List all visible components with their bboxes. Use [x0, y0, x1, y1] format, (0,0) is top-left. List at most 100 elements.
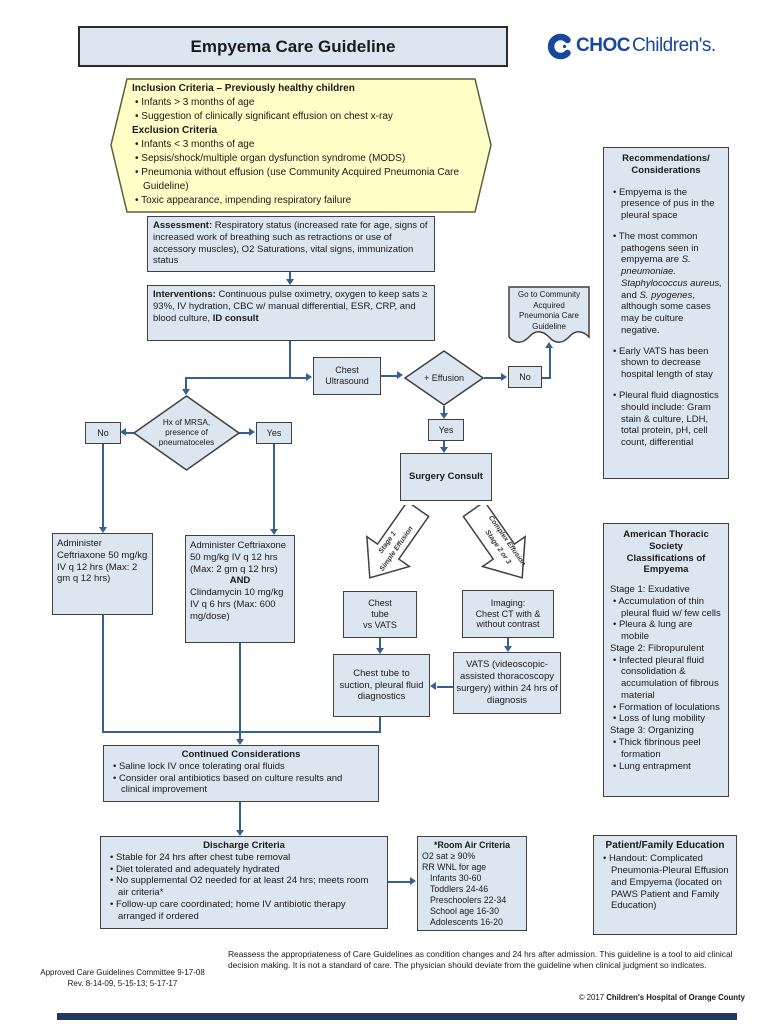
arrowhead	[120, 428, 126, 436]
arrowhead	[440, 447, 448, 453]
recommendation-item: Empyema is the presence of pus in the pl…	[610, 187, 722, 222]
footer-approved-line1: Approved Care Guidelines Committee 9-17-…	[40, 968, 205, 977]
discharge-criteria-box: Discharge Criteria Stable for 24 hrs aft…	[100, 836, 388, 929]
inclusion-item: Infants > 3 months of age	[132, 96, 470, 110]
continued-title: Continued Considerations	[181, 749, 301, 760]
room-air-age: Toddlers 24-46	[430, 884, 489, 894]
ats-title: American Thoracic Society Classification…	[623, 529, 709, 576]
connector-line	[381, 375, 397, 377]
connector-line	[379, 717, 381, 733]
discharge-item: Stable for 24 hrs after chest tube remov…	[107, 852, 381, 864]
education-title: Patient/Family Education	[605, 840, 725, 851]
connector-line	[239, 432, 250, 434]
connector-line	[549, 348, 551, 379]
footer-bar	[57, 1013, 737, 1020]
document-shape	[508, 286, 590, 343]
arrowhead	[397, 371, 403, 379]
arrowhead	[99, 527, 107, 533]
room-air-criteria-box: *Room Air Criteria O2 sat ≥ 90% RR WNL f…	[417, 836, 527, 931]
connector-line	[289, 272, 291, 280]
connector-line	[443, 441, 445, 448]
recommendation-item: The most common pathogens seen in empyem…	[610, 231, 722, 337]
chest-tube-suction-box: Chest tube to suction, pleural fluid dia…	[333, 654, 430, 717]
patient-education-box: Patient/Family Education Handout: Compli…	[593, 835, 737, 935]
arrowhead	[440, 413, 448, 419]
yes-box-mrsa: Yes	[256, 422, 292, 444]
footer-approved-line2: Rev. 8-14-09, 5-15-13; 5-17-17	[67, 979, 178, 988]
connector-line	[507, 638, 509, 647]
inclusion-title: Inclusion Criteria – Previously healthy …	[132, 83, 355, 94]
arrowhead	[182, 389, 190, 395]
discharge-item: Follow-up care coordinated; home IV anti…	[107, 899, 381, 923]
education-item: Handout: Complicated Pneumonia-Pleural E…	[600, 853, 730, 912]
connector-line	[102, 444, 104, 528]
connector-line	[126, 432, 134, 434]
interventions-label: Interventions:	[153, 289, 216, 300]
connector-line	[239, 643, 241, 740]
chest-tube-vs-vats-box: Chest tube vs VATS	[343, 591, 417, 638]
arrowhead	[501, 373, 507, 381]
connector-line	[443, 406, 445, 414]
rec-item2-text: , although some cases may be culture neg…	[621, 289, 711, 336]
room-air-age: School age 16-30	[430, 906, 499, 916]
continued-item: Saline lock IV once tolerating oral flui…	[110, 761, 372, 773]
exclusion-item: Sepsis/shock/multiple organ dysfunction …	[132, 152, 470, 166]
inclusion-item: Suggestion of clinically significant eff…	[132, 110, 470, 124]
room-air-age: Preschoolers 22-34	[430, 895, 507, 905]
goto-pneumonia-doc: Go to Community Acquired Pneumonia Care …	[508, 286, 590, 350]
no-box-effusion: No	[508, 366, 542, 388]
chest-ultrasound-box: Chest Ultrasound	[313, 357, 381, 395]
effusion-diamond-text: + Effusion	[423, 372, 465, 383]
interventions-bold-tail: ID consult	[212, 312, 259, 324]
connector-line	[437, 686, 453, 688]
exclusion-item: Toxic appearance, impending respiratory …	[132, 194, 470, 208]
arrowhead	[376, 648, 384, 654]
connector-line	[102, 615, 104, 733]
connector-line	[542, 377, 551, 379]
ats-stage-heading: Stage 3: Organizing	[610, 725, 694, 737]
arrowhead	[545, 342, 553, 348]
exclusion-item: Pneumonia without effusion (use Communit…	[132, 166, 470, 194]
mrsa-diamond-text: Hx of MRSA, presence of pneumatoceles	[158, 418, 215, 447]
rec-item2-italic: S. pyogenes	[639, 289, 693, 301]
connector-line	[102, 731, 381, 733]
interventions-text: Continuous pulse oximetry, oxygen to kee…	[153, 289, 428, 324]
ats-item: Loss of lung mobility	[610, 713, 722, 725]
assessment-text: Respiratory status (increased rate for a…	[153, 220, 428, 267]
ats-item: Formation of loculations	[610, 702, 722, 714]
discharge-item: No supplemental O2 needed for at least 2…	[107, 875, 381, 899]
vats-box: VATS (videoscopic-assisted thoracoscopy …	[453, 652, 561, 714]
continued-item: Consider oral antibiotics based on cultu…	[110, 773, 372, 797]
arrowhead	[410, 877, 416, 885]
arrowhead	[236, 739, 244, 745]
admin-right-and: AND	[229, 575, 251, 587]
ats-stage-heading: Stage 2: Fibropurulent	[610, 642, 705, 654]
footer-disclaimer: Reassess the appropriateness of Care Gui…	[228, 949, 733, 970]
connector-line	[239, 802, 241, 831]
effusion-diamond-shape	[404, 350, 484, 406]
exclusion-title: Exclusion Criteria	[132, 125, 218, 136]
admin-right-part2: Clindamycin 10 mg/kg IV q 6 hrs (Max: 60…	[190, 587, 284, 622]
criteria-hexagon: Inclusion Criteria – Previously healthy …	[110, 78, 492, 213]
ats-item: Pleura & lung are mobile	[610, 619, 722, 643]
recommendations-title: Recommendations/ Considerations	[622, 153, 710, 176]
room-air-age: Infants 30-60	[430, 873, 482, 883]
arrowhead	[504, 646, 512, 652]
connector-line	[273, 444, 275, 530]
connector-line	[185, 377, 187, 390]
rec-item2-text: The most common pathogens seen in empyem…	[618, 230, 699, 266]
continued-considerations-box: Continued Considerations Saline lock IV …	[103, 745, 379, 802]
ats-item: Infected pleural fluid consolidation & a…	[610, 655, 722, 702]
choc-c-icon	[547, 33, 571, 59]
arrowhead	[306, 373, 312, 381]
rec-item2-italic: S. pneumoniae. Staphylococcus aureus,	[621, 254, 722, 289]
logo-text-bold: CHOC	[576, 35, 630, 56]
copyright-year: © 2017	[578, 993, 607, 1002]
discharge-title: Discharge Criteria	[203, 840, 285, 851]
rec-item2-text: and	[621, 289, 640, 301]
recommendations-box: Recommendations/ Considerations Empyema …	[603, 147, 729, 479]
ats-stage-heading: Stage 1: Exudative	[610, 584, 690, 596]
footer-approved: Approved Care Guidelines Committee 9-17-…	[20, 967, 225, 989]
connector-line	[185, 377, 307, 379]
